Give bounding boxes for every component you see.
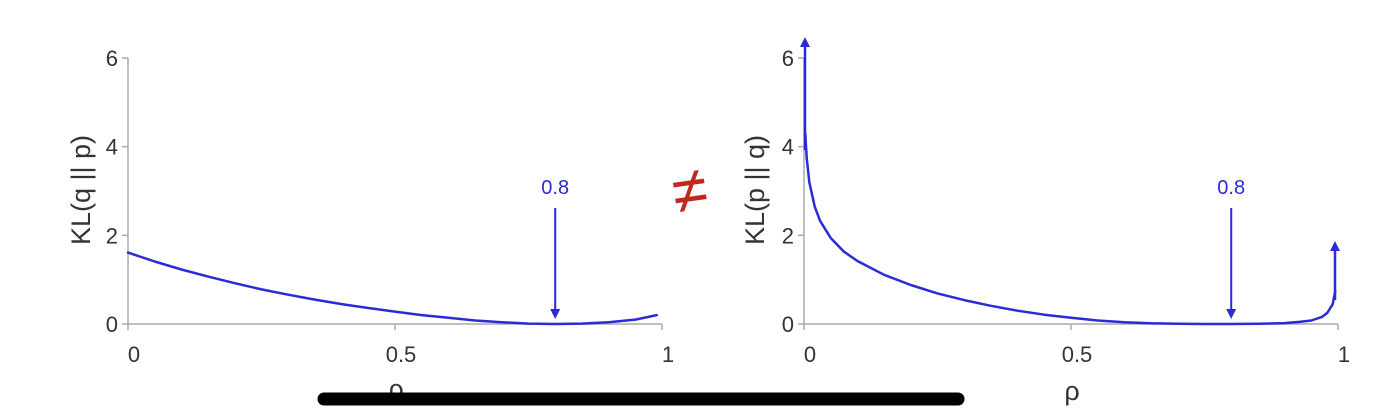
left-chart-series-line xyxy=(126,251,658,326)
left-chart-annotation-label: 0.8 xyxy=(541,177,569,199)
left-chart-x-tick-label: 0 xyxy=(128,342,140,367)
right-chart-x-tick-label: 1 xyxy=(1338,342,1350,367)
right-chart-y-tick-label: 4 xyxy=(782,135,794,160)
right-chart-y-tick-label: 2 xyxy=(782,223,794,248)
left-chart-y-tick-label: 2 xyxy=(106,223,118,248)
right-chart-ylabel: KL(p || q) xyxy=(740,135,770,245)
left-chart-y-tick-label: 6 xyxy=(106,46,118,71)
left-chart-ylabel: KL(q || p) xyxy=(66,135,96,245)
right-chart-xlabel: ρ xyxy=(1064,376,1079,406)
right-chart-y-tick-label: 6 xyxy=(782,46,794,71)
not-equal-symbol: ≠ xyxy=(667,152,712,228)
right-chart: KL(p || q) ρ 0 2 4 6 0 0.5 1 0.8 xyxy=(740,37,1350,406)
right-chart-y-tick-label: 0 xyxy=(782,312,794,337)
right-chart-series-line xyxy=(804,132,1337,326)
right-chart-annotation-label: 0.8 xyxy=(1217,177,1245,199)
left-chart-y-tick-label: 0 xyxy=(106,312,118,337)
left-chart-y-tick-label: 4 xyxy=(106,135,118,160)
right-chart-x-tick-label: 0.5 xyxy=(1062,342,1093,367)
left-chart-x-tick-label: 1 xyxy=(662,342,674,367)
left-chart-x-tick-label: 0.5 xyxy=(386,342,417,367)
right-chart-x-tick-label: 0 xyxy=(804,342,816,367)
